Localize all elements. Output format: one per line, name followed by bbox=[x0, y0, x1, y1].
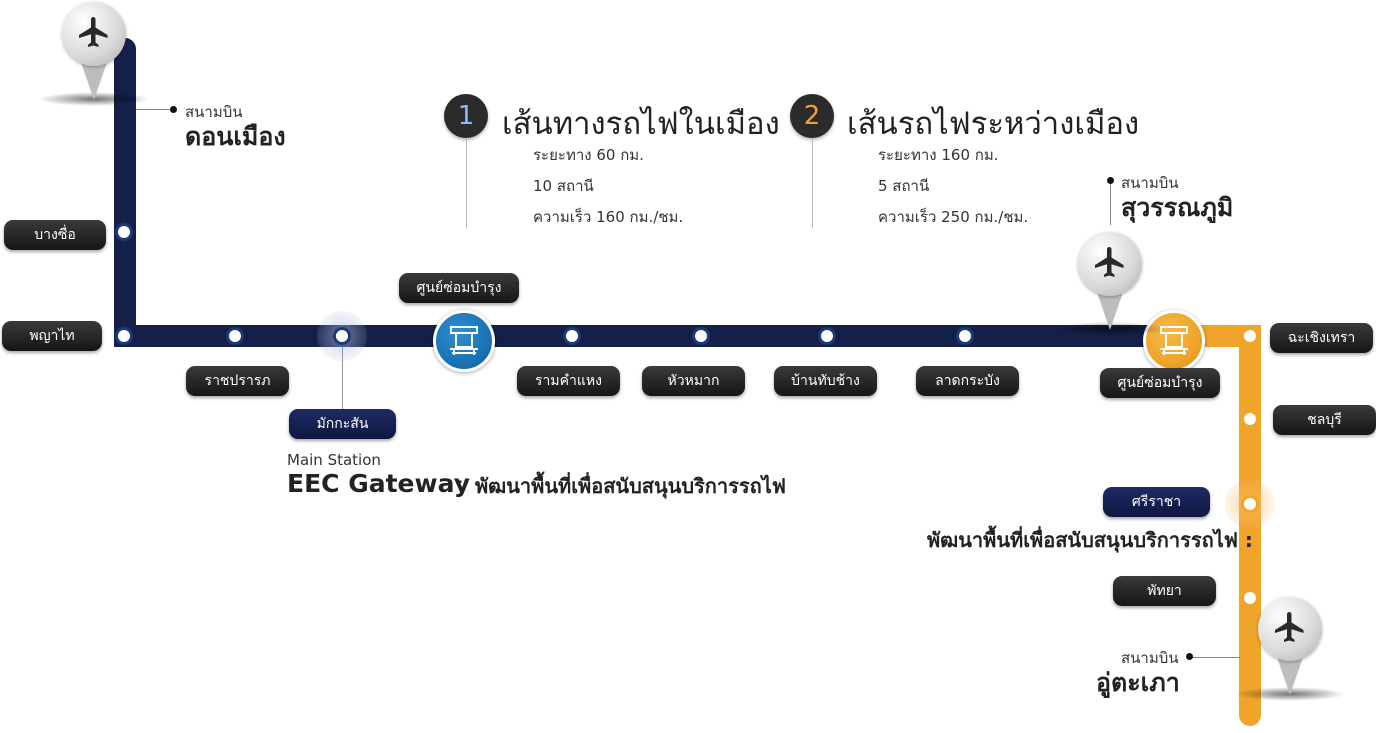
station-label-makkasan[interactable]: มักกะสัน bbox=[289, 409, 396, 439]
route-2-distance: ระยะทาง 160 กม. bbox=[878, 146, 999, 164]
suvarnabhumi-name: สุวรรณภูมิ bbox=[1121, 193, 1234, 222]
station-label-ban-thap-chang[interactable]: บ้านทับช้าง bbox=[774, 366, 877, 396]
airplane-icon bbox=[79, 17, 108, 47]
airplane-icon bbox=[1275, 612, 1304, 642]
eec-desc: พัฒนาพื้นที่เพื่อสนับสนุนบริการรถไฟ bbox=[475, 474, 786, 498]
city-depot[interactable] bbox=[433, 310, 495, 372]
station-label-phaya-thai[interactable]: พญาไท bbox=[2, 321, 102, 351]
station-dot-makkasan[interactable] bbox=[333, 327, 351, 345]
station-dot-ramkhamhaeng[interactable] bbox=[563, 327, 581, 345]
maintenance-icon bbox=[450, 326, 478, 355]
don-mueang-small: สนามบิน bbox=[185, 103, 243, 121]
u-tapao-name: อู่ตะเภา bbox=[1096, 668, 1180, 697]
don-mueang-name: ดอนเมือง bbox=[185, 122, 286, 151]
station-dot-chonburi[interactable] bbox=[1241, 410, 1259, 428]
station-dot-lat-krabang[interactable] bbox=[956, 327, 974, 345]
station-dot-chachoengsao[interactable] bbox=[1241, 327, 1259, 345]
station-label-ratchaprarop[interactable]: ราชปรารภ bbox=[186, 366, 289, 396]
station-dot-bang-sue[interactable] bbox=[115, 223, 133, 241]
station-label-si-racha[interactable]: ศรีราชา bbox=[1103, 487, 1210, 517]
intercity-depot[interactable] bbox=[1143, 310, 1205, 372]
route-1-stations: 10 สถานี bbox=[533, 177, 594, 195]
station-dot-si-racha[interactable] bbox=[1241, 495, 1259, 513]
intercity-depot-label[interactable]: ศูนย์ซ่อมบำรุง bbox=[1100, 368, 1220, 398]
station-label-chonburi[interactable]: ชลบุรี bbox=[1273, 405, 1376, 435]
station-label-pattaya[interactable]: พัทยา bbox=[1113, 576, 1216, 606]
u-tapao-bullet bbox=[1186, 653, 1193, 660]
city-line-vertical bbox=[114, 38, 136, 346]
route-2-stations: 5 สถานี bbox=[878, 177, 930, 195]
route-1-speed: ความเร็ว 160 กม./ชม. bbox=[533, 208, 684, 226]
suvarnabhumi-small: สนามบิน bbox=[1121, 174, 1179, 192]
route-1-title: เส้นทางรถไฟในเมือง bbox=[502, 106, 780, 142]
city-line-horizontal bbox=[114, 325, 1154, 347]
route-2-divider bbox=[812, 138, 813, 228]
station-dot-pattaya[interactable] bbox=[1241, 589, 1259, 607]
airplane-icon bbox=[1095, 247, 1124, 277]
station-label-bang-sue[interactable]: บางซื่อ bbox=[4, 220, 106, 250]
route-2-number: 2 bbox=[790, 94, 834, 138]
don-mueang-leader bbox=[136, 109, 172, 110]
station-label-lat-krabang[interactable]: ลาดกระบัง bbox=[916, 366, 1019, 396]
route-1-number: 1 bbox=[444, 94, 488, 138]
maintenance-icon bbox=[1160, 326, 1188, 355]
station-dot-hua-mak[interactable] bbox=[692, 327, 710, 345]
station-label-ramkhamhaeng[interactable]: รามคำแหง bbox=[517, 366, 620, 396]
station-dot-phaya-thai[interactable] bbox=[115, 327, 133, 345]
city-depot-label[interactable]: ศูนย์ซ่อมบำรุง bbox=[399, 273, 519, 303]
si-racha-note: พัฒนาพื้นที่เพื่อสนับสนุนบริการรถไฟ : bbox=[927, 528, 1253, 552]
route-2-title: เส้นรถไฟระหว่างเมือง bbox=[847, 106, 1140, 142]
u-tapao-leader bbox=[1192, 657, 1240, 658]
don-mueang-bullet bbox=[170, 106, 177, 113]
route-2-speed: ความเร็ว 250 กม./ชม. bbox=[878, 208, 1029, 226]
eec-small: Main Station bbox=[287, 451, 381, 469]
station-dot-ratchaprarop[interactable] bbox=[226, 327, 244, 345]
suvarnabhumi-leader bbox=[1110, 183, 1111, 225]
suvarnabhumi-bullet bbox=[1107, 177, 1114, 184]
makkasan-leader bbox=[342, 347, 343, 409]
eec-colon: : bbox=[457, 472, 464, 496]
station-label-hua-mak[interactable]: หัวหมาก bbox=[642, 366, 745, 396]
station-dot-ban-thap-chang[interactable] bbox=[818, 327, 836, 345]
u-tapao-small: สนามบิน bbox=[1121, 649, 1179, 667]
route-1-divider bbox=[466, 138, 467, 228]
station-label-chachoengsao[interactable]: ฉะเชิงเทรา bbox=[1270, 323, 1373, 353]
eec-name: EEC Gateway bbox=[287, 469, 470, 498]
route-1-distance: ระยะทาง 60 กม. bbox=[533, 146, 644, 164]
